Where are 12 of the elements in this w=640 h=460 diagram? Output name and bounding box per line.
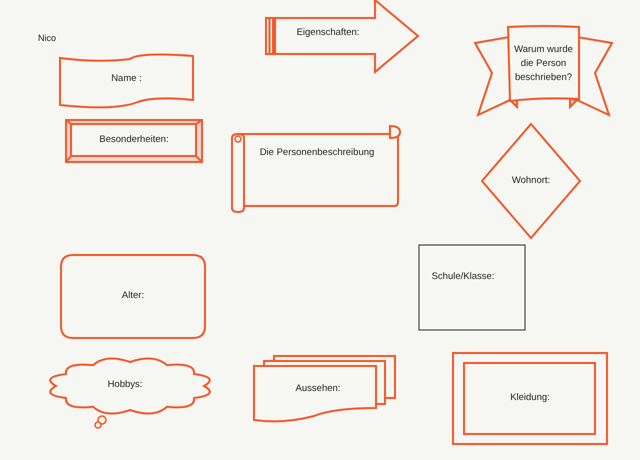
shape-label: Besonderheiten: <box>98 133 170 147</box>
shape-label: Name : <box>110 72 143 86</box>
shape-label: Kleidung: <box>509 391 551 405</box>
shape-label: Aussehen: <box>294 382 342 396</box>
shape-label: Alter: <box>120 289 146 303</box>
shape-label: Hobbys: <box>106 378 144 392</box>
shape-label: Die Personenbeschreibung <box>258 146 376 160</box>
shape-label: Wohnort: <box>510 174 552 188</box>
shape-label: Schule/Klasse: <box>430 270 496 284</box>
shape-label: Eigenschaften: <box>296 26 360 40</box>
shape-label: Warum wurde die Person beschrieben? <box>513 43 574 84</box>
name-label: Nico <box>38 33 56 43</box>
